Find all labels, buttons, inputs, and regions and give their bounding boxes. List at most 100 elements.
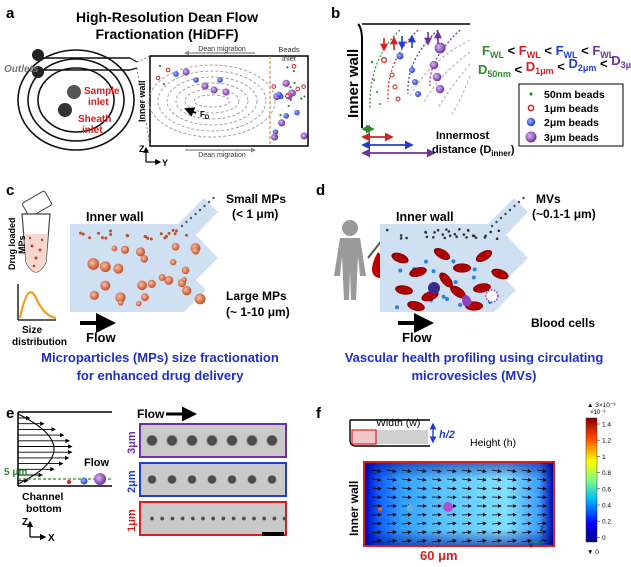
colorbar-tick-label: 0.2 bbox=[602, 519, 611, 526]
mv-exit bbox=[495, 221, 497, 223]
bead-3um bbox=[278, 119, 285, 126]
mv-exit bbox=[518, 201, 520, 203]
microvesicle bbox=[454, 233, 457, 236]
large-mp bbox=[90, 291, 99, 300]
microvesicle bbox=[426, 236, 429, 239]
b-bead-1um bbox=[396, 97, 400, 101]
large-mp bbox=[112, 246, 118, 252]
colorbar-tick-label: 0.8 bbox=[602, 470, 611, 477]
large-mp bbox=[164, 276, 173, 285]
small-mp bbox=[101, 236, 104, 239]
bead-image bbox=[150, 517, 154, 521]
microvesicle bbox=[386, 229, 389, 232]
small-mp-exit bbox=[185, 221, 187, 223]
flow-label-c: Flow bbox=[86, 330, 116, 345]
large-mp bbox=[113, 264, 123, 274]
svg-text:FWL < FWL < FWL < FWL: FWL < FWL < FWL < FWL bbox=[482, 43, 615, 60]
bead-row-label: 1μm bbox=[126, 509, 138, 532]
microvesicle bbox=[400, 237, 403, 240]
bead-2um bbox=[217, 77, 223, 83]
b-bead-1um bbox=[390, 73, 394, 77]
fwl-sub: WL bbox=[490, 50, 504, 60]
d-sub: 3μm bbox=[621, 60, 631, 70]
bead-50nm bbox=[289, 86, 291, 88]
microvesicle bbox=[463, 233, 466, 236]
f-bead-1um bbox=[378, 507, 382, 511]
bead-3um bbox=[210, 86, 217, 93]
axis-x-e: X bbox=[48, 533, 55, 544]
width-label: Width (w) bbox=[376, 417, 420, 429]
fwl-term: F bbox=[556, 43, 564, 58]
bead-image bbox=[268, 475, 277, 484]
dean-streamline bbox=[452, 76, 470, 114]
bead-2um bbox=[276, 92, 282, 98]
legend-1um: 1μm beads bbox=[544, 103, 599, 115]
caption-c-1: Microparticles (MPs) size fractionation bbox=[41, 350, 279, 365]
microvesicle bbox=[484, 236, 487, 239]
microvesicle bbox=[433, 231, 436, 234]
flow-label-d: Flow bbox=[402, 330, 432, 345]
d-term: D bbox=[526, 59, 535, 74]
mv-exit bbox=[500, 217, 502, 219]
small-mps-label-2: (< 1 μm) bbox=[232, 207, 278, 221]
d-sub: 1μm bbox=[535, 66, 554, 76]
panel-e: e Flow 5 μm Channel bottom Z X Flow 3μm2… bbox=[4, 405, 287, 544]
b-bead-50nm bbox=[371, 61, 373, 63]
small-mp bbox=[175, 229, 178, 232]
d-sub: 50nm bbox=[487, 69, 511, 79]
colorbar-tick-label: 0 bbox=[602, 535, 606, 542]
d-sub: 2μm bbox=[578, 63, 597, 73]
b-bead-50nm bbox=[373, 79, 375, 81]
legend-2um: 2μm beads bbox=[544, 117, 599, 129]
b-bead-3um bbox=[436, 85, 445, 94]
panel-b-force-arrows bbox=[384, 32, 438, 50]
sheath-inlet-label-2: inlet bbox=[82, 125, 103, 136]
small-mp-exit bbox=[194, 213, 196, 215]
lt-sign: < bbox=[541, 43, 556, 58]
panel-d-letter: d bbox=[316, 182, 325, 199]
height-label: Height (h) bbox=[470, 437, 516, 449]
bead-image bbox=[247, 435, 258, 446]
e-bead-3um bbox=[94, 473, 106, 485]
bead-image bbox=[252, 517, 256, 521]
bead-image bbox=[262, 517, 266, 521]
large-mp bbox=[137, 280, 147, 290]
innermost-label-2: distance (Dinner) bbox=[432, 144, 515, 158]
b-bead-50nm bbox=[376, 91, 378, 93]
large-mp bbox=[100, 281, 110, 291]
b-bead-2um bbox=[409, 67, 415, 73]
bead-50nm bbox=[286, 66, 288, 68]
legend-3um-marker bbox=[526, 132, 537, 143]
d-term: D bbox=[478, 62, 487, 77]
b-bead-1um bbox=[382, 58, 387, 63]
small-mp bbox=[97, 232, 100, 235]
f-bead-2um bbox=[407, 505, 414, 512]
small-mp bbox=[144, 235, 147, 238]
colorbar-unit: ×10⁻³ bbox=[590, 410, 605, 416]
axis-z-a: Z bbox=[139, 144, 145, 154]
large-mp bbox=[182, 267, 190, 275]
legend-50nm-marker bbox=[529, 92, 532, 95]
e-bead-2um bbox=[81, 478, 88, 485]
outlet-port-1 bbox=[32, 49, 44, 61]
mv-exit bbox=[504, 213, 506, 215]
size-dist-label-2: distribution bbox=[12, 337, 67, 348]
fwl-term: F bbox=[519, 43, 527, 58]
dean-migration-bottom-label: Dean migration bbox=[198, 152, 246, 159]
panel-b: b Inner wall FWL < FWL < FWL < FWL D50nm… bbox=[331, 5, 631, 158]
axis-y-a: Y bbox=[162, 158, 168, 168]
bead-3um bbox=[300, 132, 307, 139]
bead-2um bbox=[283, 113, 289, 119]
microvesicle bbox=[472, 276, 476, 280]
b-bead-2um bbox=[397, 53, 404, 60]
five-um-label: 5 μm bbox=[4, 467, 27, 478]
bead-image bbox=[232, 517, 236, 521]
large-mp bbox=[170, 259, 176, 265]
bead-3um bbox=[201, 82, 208, 89]
sheath-inlet-port bbox=[58, 103, 72, 117]
inner-wall-label-d: Inner wall bbox=[396, 210, 454, 224]
colorbar-tick-label: 1 bbox=[602, 454, 606, 461]
panel-c: c Drug loaded MPs Size distribution Inne… bbox=[6, 182, 290, 383]
